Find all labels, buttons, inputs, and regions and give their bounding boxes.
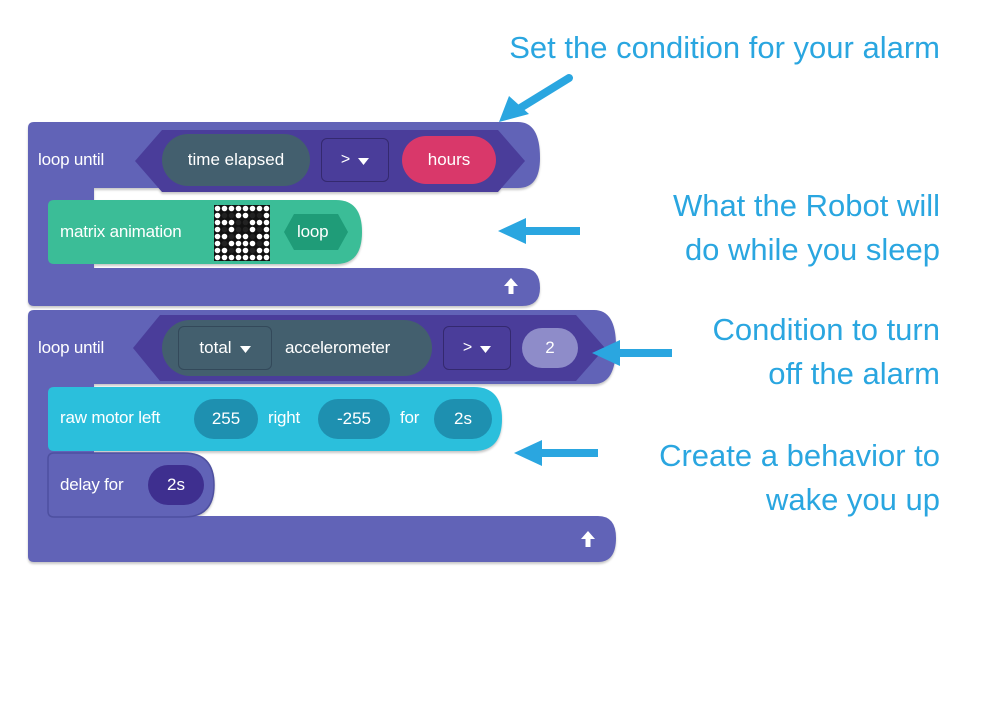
left-speed-label: 255: [211, 409, 241, 428]
hours-label: hours: [427, 150, 471, 169]
chevron-down-icon: [480, 338, 492, 358]
block-program: loop until time elapsed > hours matrix a…: [28, 122, 616, 562]
accelerometer-label: accelerometer: [285, 338, 391, 357]
time-elapsed-variable[interactable]: time elapsed: [162, 134, 310, 186]
loop-return-arrow-icon: [501, 276, 521, 301]
delay-duration-value[interactable]: 2s: [148, 465, 204, 505]
pointer-arrow-icon: [499, 74, 573, 122]
annotation-turn-off-line2: off the alarm: [768, 356, 940, 391]
motor-duration-value[interactable]: 2s: [434, 399, 492, 439]
total-label: total: [199, 338, 232, 357]
annotation-set-condition-text: Set the condition for your alarm: [509, 30, 940, 65]
threshold-value[interactable]: 2: [522, 328, 578, 368]
loop-return-arrow-icon: [578, 529, 598, 554]
loop-mode-hexagon[interactable]: [282, 212, 350, 252]
loop-mode-label: loop: [297, 222, 329, 241]
loop2-label: loop until: [38, 338, 105, 357]
right-label: right: [268, 408, 301, 427]
motor-duration-label: 2s: [454, 409, 472, 428]
annotation-robot-action-line1: What the Robot will: [672, 188, 940, 223]
time-elapsed-label: time elapsed: [187, 150, 285, 169]
total-dropdown[interactable]: total: [178, 326, 272, 370]
annotation-turn-off: Condition to turn off the alarm: [713, 308, 940, 396]
pointer-arrow-icon: [592, 340, 672, 366]
delay-duration-label: 2s: [167, 475, 185, 494]
matrix-animation-block[interactable]: [46, 198, 366, 268]
raw-motor-block[interactable]: [46, 385, 506, 453]
right-speed-value[interactable]: -255: [318, 399, 390, 439]
for-label: for: [400, 408, 420, 427]
threshold-label: 2: [545, 338, 555, 357]
chevron-down-icon: [239, 338, 251, 358]
right-speed-label: -255: [336, 409, 372, 428]
operator-dropdown-1[interactable]: >: [321, 138, 389, 182]
annotation-robot-action: What the Robot will do while you sleep: [673, 184, 940, 272]
annotation-robot-action-line2: do while you sleep: [684, 232, 940, 267]
operator-label-2: >: [462, 339, 473, 356]
hours-value[interactable]: hours: [402, 136, 496, 184]
chevron-down-icon: [358, 150, 370, 170]
left-speed-value[interactable]: 255: [194, 399, 258, 439]
operator-dropdown-2[interactable]: >: [443, 326, 511, 370]
pointer-arrow-icon: [498, 218, 580, 244]
operator-label-1: >: [340, 151, 351, 168]
led-matrix-icon[interactable]: [214, 205, 270, 261]
annotation-set-condition: Set the condition for your alarm: [509, 26, 940, 70]
delay-label: delay for: [60, 475, 124, 494]
pointer-arrow-icon: [514, 440, 598, 466]
raw-motor-label: raw motor left: [60, 408, 161, 427]
loop1-label: loop until: [38, 150, 105, 169]
matrix-animation-label: matrix animation: [60, 222, 182, 241]
annotation-wake-behavior: Create a behavior to wake you up: [659, 434, 940, 522]
annotation-turn-off-line1: Condition to turn: [712, 312, 940, 347]
annotation-wake-behavior-line1: Create a behavior to: [659, 438, 940, 473]
annotation-wake-behavior-line2: wake you up: [765, 482, 940, 517]
